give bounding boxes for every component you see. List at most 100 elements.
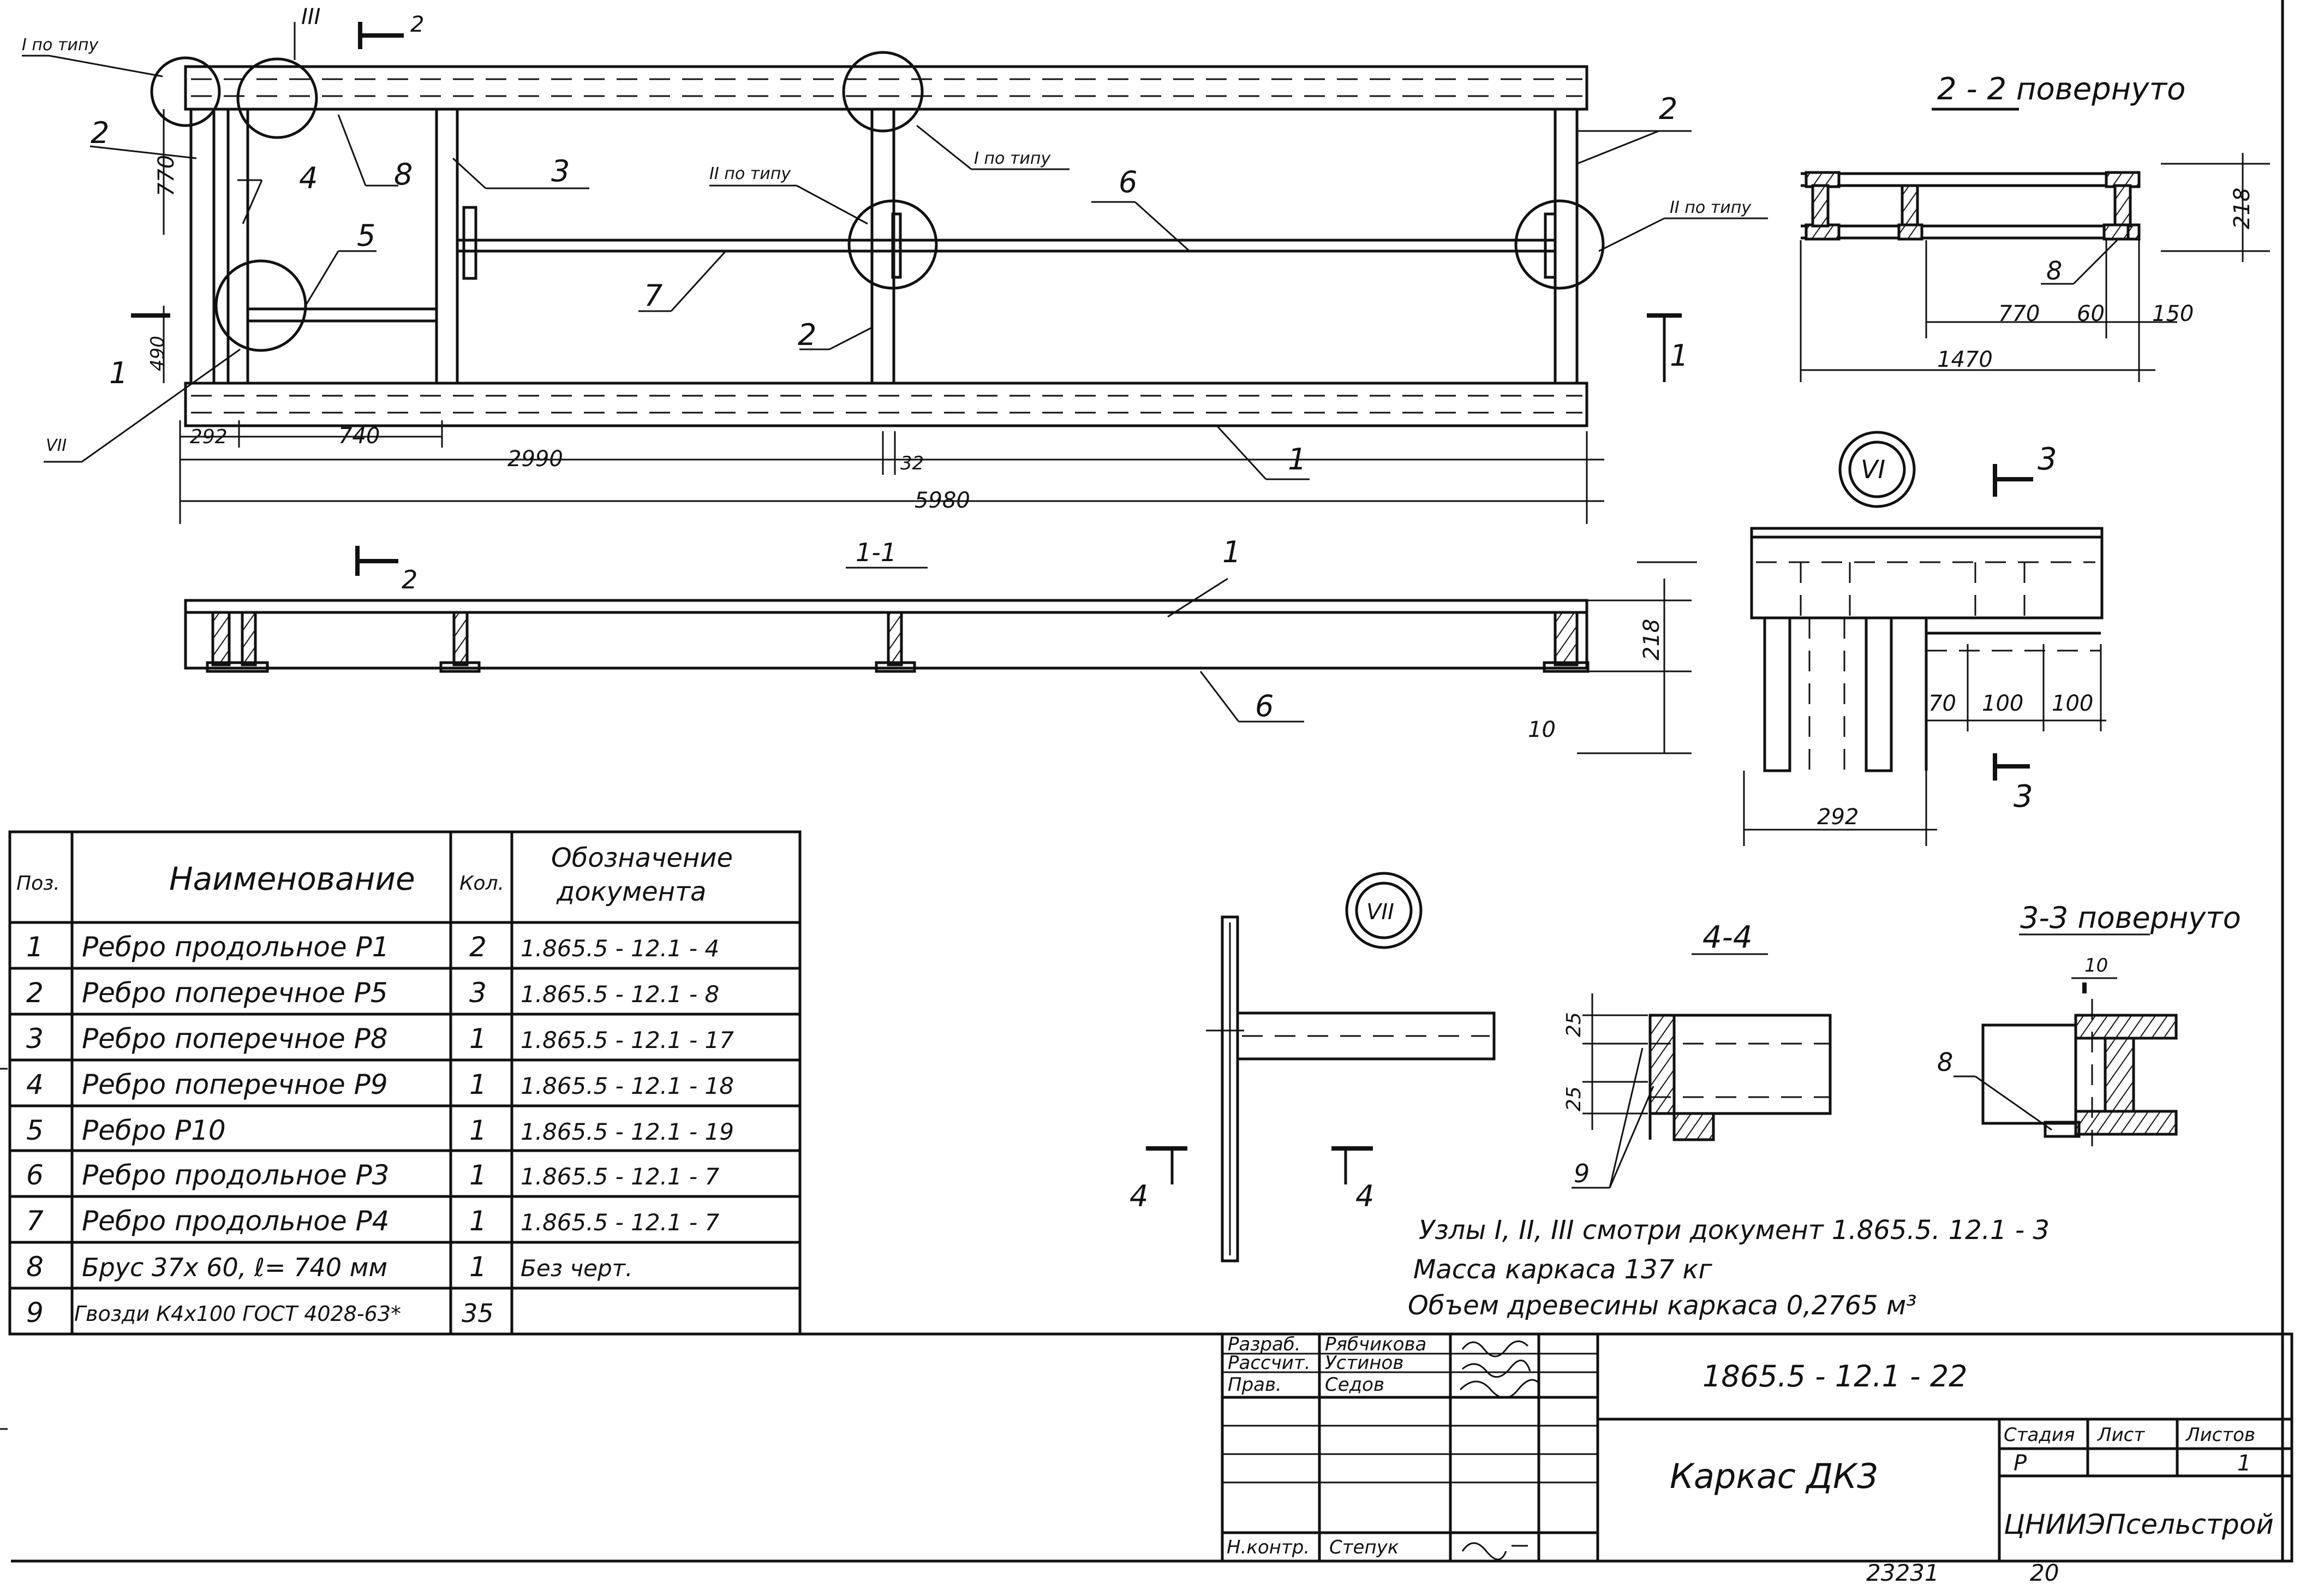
- section-4-4-title: 4-4: [1702, 920, 1752, 955]
- section-3-3: 3-3 повернуто 10 8: [1937, 901, 2241, 1146]
- note-3: Объем древесины каркаса 0,2765 м³: [1408, 1290, 1916, 1321]
- tb-organization: ЦНИИЭПсельстрой: [2004, 1509, 2274, 1540]
- section-1-1-dim-10: 10: [1528, 717, 1556, 742]
- node-vii-mark-4b: 4: [1355, 1179, 1374, 1213]
- tb-role-1: Разраб.: [1228, 1333, 1301, 1355]
- row-name: Ребро поперечное Р8: [82, 1023, 388, 1055]
- tb-role-7: Н.контр.: [1227, 1537, 1310, 1558]
- row-doc: 1.865.5 - 12.1 - 19: [521, 1118, 734, 1145]
- th-doc-2: документа: [556, 877, 706, 907]
- th-pos: Поз.: [16, 872, 60, 895]
- node-vi-label: VI: [1861, 455, 1885, 484]
- node-vii-label: VII: [1366, 900, 1394, 925]
- row-pos: 9: [26, 1297, 44, 1329]
- footer-page: 20: [2030, 1559, 2059, 1586]
- node-label-vii: VII: [46, 436, 67, 455]
- row-name: Гвозди К4х100 ГОСТ 4028-63*: [74, 1302, 401, 1326]
- tb-name-7: Степук: [1329, 1537, 1399, 1558]
- section-2-2-dim-770: 770: [1998, 301, 2040, 326]
- section-3-3-dim-10: 10: [2084, 955, 2108, 976]
- row-name: Ребро продольное Р1: [82, 931, 389, 963]
- row-pos: 7: [26, 1205, 44, 1237]
- pos-4: 4: [299, 161, 318, 195]
- tb-name-2: Устинов: [1325, 1352, 1403, 1374]
- dim-2990-plan: 2990: [507, 446, 563, 472]
- pos-6: 6: [1119, 165, 1137, 199]
- pos-2-right: 2: [1659, 92, 1677, 126]
- row-qty: 1: [469, 1251, 487, 1283]
- node-vii: VII 4 4: [1130, 872, 1496, 1263]
- row-doc: 1.865.5 - 12.1 - 18: [521, 1073, 734, 1099]
- section-1-1-pos-6: 6: [1255, 689, 1274, 723]
- th-name: Наименование: [169, 860, 415, 897]
- node-label-iii: III: [301, 4, 320, 29]
- node-label-ii-right: II по типу: [1670, 198, 1752, 217]
- table-row: 7 Ребро продольное Р4 1 1.865.5 - 12.1 -…: [26, 1205, 720, 1237]
- node-label-ii-mid: II по типу: [709, 164, 791, 183]
- table-row: 2 Ребро поперечное Р5 3 1.865.5 - 12.1 -…: [26, 977, 719, 1009]
- node-vi-mark-3a: 3: [2038, 442, 2057, 477]
- row-name: Ребро поперечное Р9: [82, 1069, 388, 1100]
- tb-role-3: Прав.: [1228, 1374, 1282, 1396]
- row-doc: Без черт.: [521, 1255, 632, 1282]
- row-doc: 1.865.5 - 12.1 - 8: [521, 981, 719, 1008]
- row-qty: 1: [469, 1069, 487, 1100]
- signatures: [1459, 1340, 1541, 1561]
- table-row: 8 Брус 37х 60, ℓ= 740 мм 1 Без черт.: [26, 1251, 632, 1283]
- table-row: 5 Ребро Р10 1 1.865.5 - 12.1 - 19: [26, 1115, 734, 1146]
- section-3-3-pos-8: 8: [1937, 1047, 1953, 1077]
- tb-designation: 1865.5 - 12.1 - 22: [1702, 1359, 1968, 1394]
- node-vi-dim-100b: 100: [2052, 691, 2093, 716]
- spec-table: Поз. Наименование Кол. Обозначение докум…: [8, 830, 1222, 1336]
- dim-490-plan: 490: [147, 336, 169, 371]
- row-qty: 1: [469, 1205, 487, 1237]
- dim-292-plan: 292: [190, 426, 228, 448]
- tb-name-3: Седов: [1325, 1374, 1384, 1396]
- dim-32-plan: 32: [900, 452, 924, 474]
- node-vi-dim-292: 292: [1817, 805, 1859, 830]
- row-qty: 3: [469, 977, 487, 1009]
- row-pos: 2: [26, 977, 44, 1009]
- table-row: 9 Гвозди К4х100 ГОСТ 4028-63* 35: [26, 1297, 494, 1329]
- title-block: Разраб. Рассчит. Прав. Н.контр. Рябчиков…: [1221, 1332, 2293, 1563]
- row-name: Брус 37х 60, ℓ= 740 мм: [82, 1253, 387, 1282]
- section-2-2: 2 - 2 повернуто 218 8 770 60 150 1470: [1800, 72, 2270, 382]
- table-row: 4 Ребро поперечное Р9 1 1.865.5 - 12.1 -…: [26, 1069, 734, 1100]
- node-label-i-top: I по типу: [22, 35, 99, 55]
- sheet-frame: [0, 0, 2284, 1563]
- row-pos: 1: [26, 931, 44, 963]
- node-vii-mark-4a: 4: [1130, 1179, 1148, 1213]
- pos-8: 8: [394, 157, 413, 192]
- tb-sheets-label: Листов: [2185, 1424, 2255, 1446]
- dim-740-plan: 740: [338, 424, 380, 449]
- section-2-2-dim-60: 60: [2077, 301, 2105, 326]
- node-vi-mark-3b: 3: [2014, 779, 2033, 814]
- row-doc: 1.865.5 - 12.1 - 17: [521, 1027, 734, 1053]
- dim-5980-plan: 5980: [915, 488, 970, 513]
- th-doc-1: Обозначение: [551, 843, 733, 873]
- row-qty: 1: [469, 1115, 487, 1146]
- row-name: Ребро продольное Р4: [82, 1205, 389, 1237]
- section-mark-1-left: 1: [109, 356, 128, 390]
- tb-sheets-value: 1: [2237, 1451, 2251, 1476]
- section-1-1-dim-218: 218: [1639, 619, 1664, 660]
- tb-drawing-title: Каркас ДК3: [1670, 1456, 1879, 1496]
- footer: 23231 20: [1866, 1559, 2059, 1586]
- pos-2-left: 2: [91, 116, 109, 150]
- node-label-i-mid: I по типу: [974, 149, 1051, 168]
- pos-7: 7: [644, 278, 662, 313]
- table-row: 3 Ребро поперечное Р8 1 1.865.5 - 12.1 -…: [26, 1023, 734, 1055]
- row-name: Ребро поперечное Р5: [82, 977, 388, 1009]
- row-pos: 6: [26, 1159, 44, 1191]
- plan-labels: I по типу III 2 2 4 8 3 5 II по типу I п…: [22, 4, 1752, 513]
- row-pos: 3: [26, 1023, 44, 1055]
- row-qty: 1: [469, 1023, 487, 1055]
- row-doc: 1.865.5 - 12.1 - 7: [521, 1163, 720, 1190]
- section-2-2-dim-150: 150: [2152, 301, 2194, 326]
- tb-name-1: Рябчикова: [1325, 1333, 1426, 1355]
- row-name: Ребро продольное Р3: [82, 1159, 389, 1191]
- note-1: Узлы I, II, III смотри документ 1.865.5.…: [1419, 1215, 2050, 1246]
- pos-2-mid: 2: [798, 318, 816, 352]
- table-row: 1 Ребро продольное Р1 2 1.865.5 - 12.1 -…: [26, 931, 719, 963]
